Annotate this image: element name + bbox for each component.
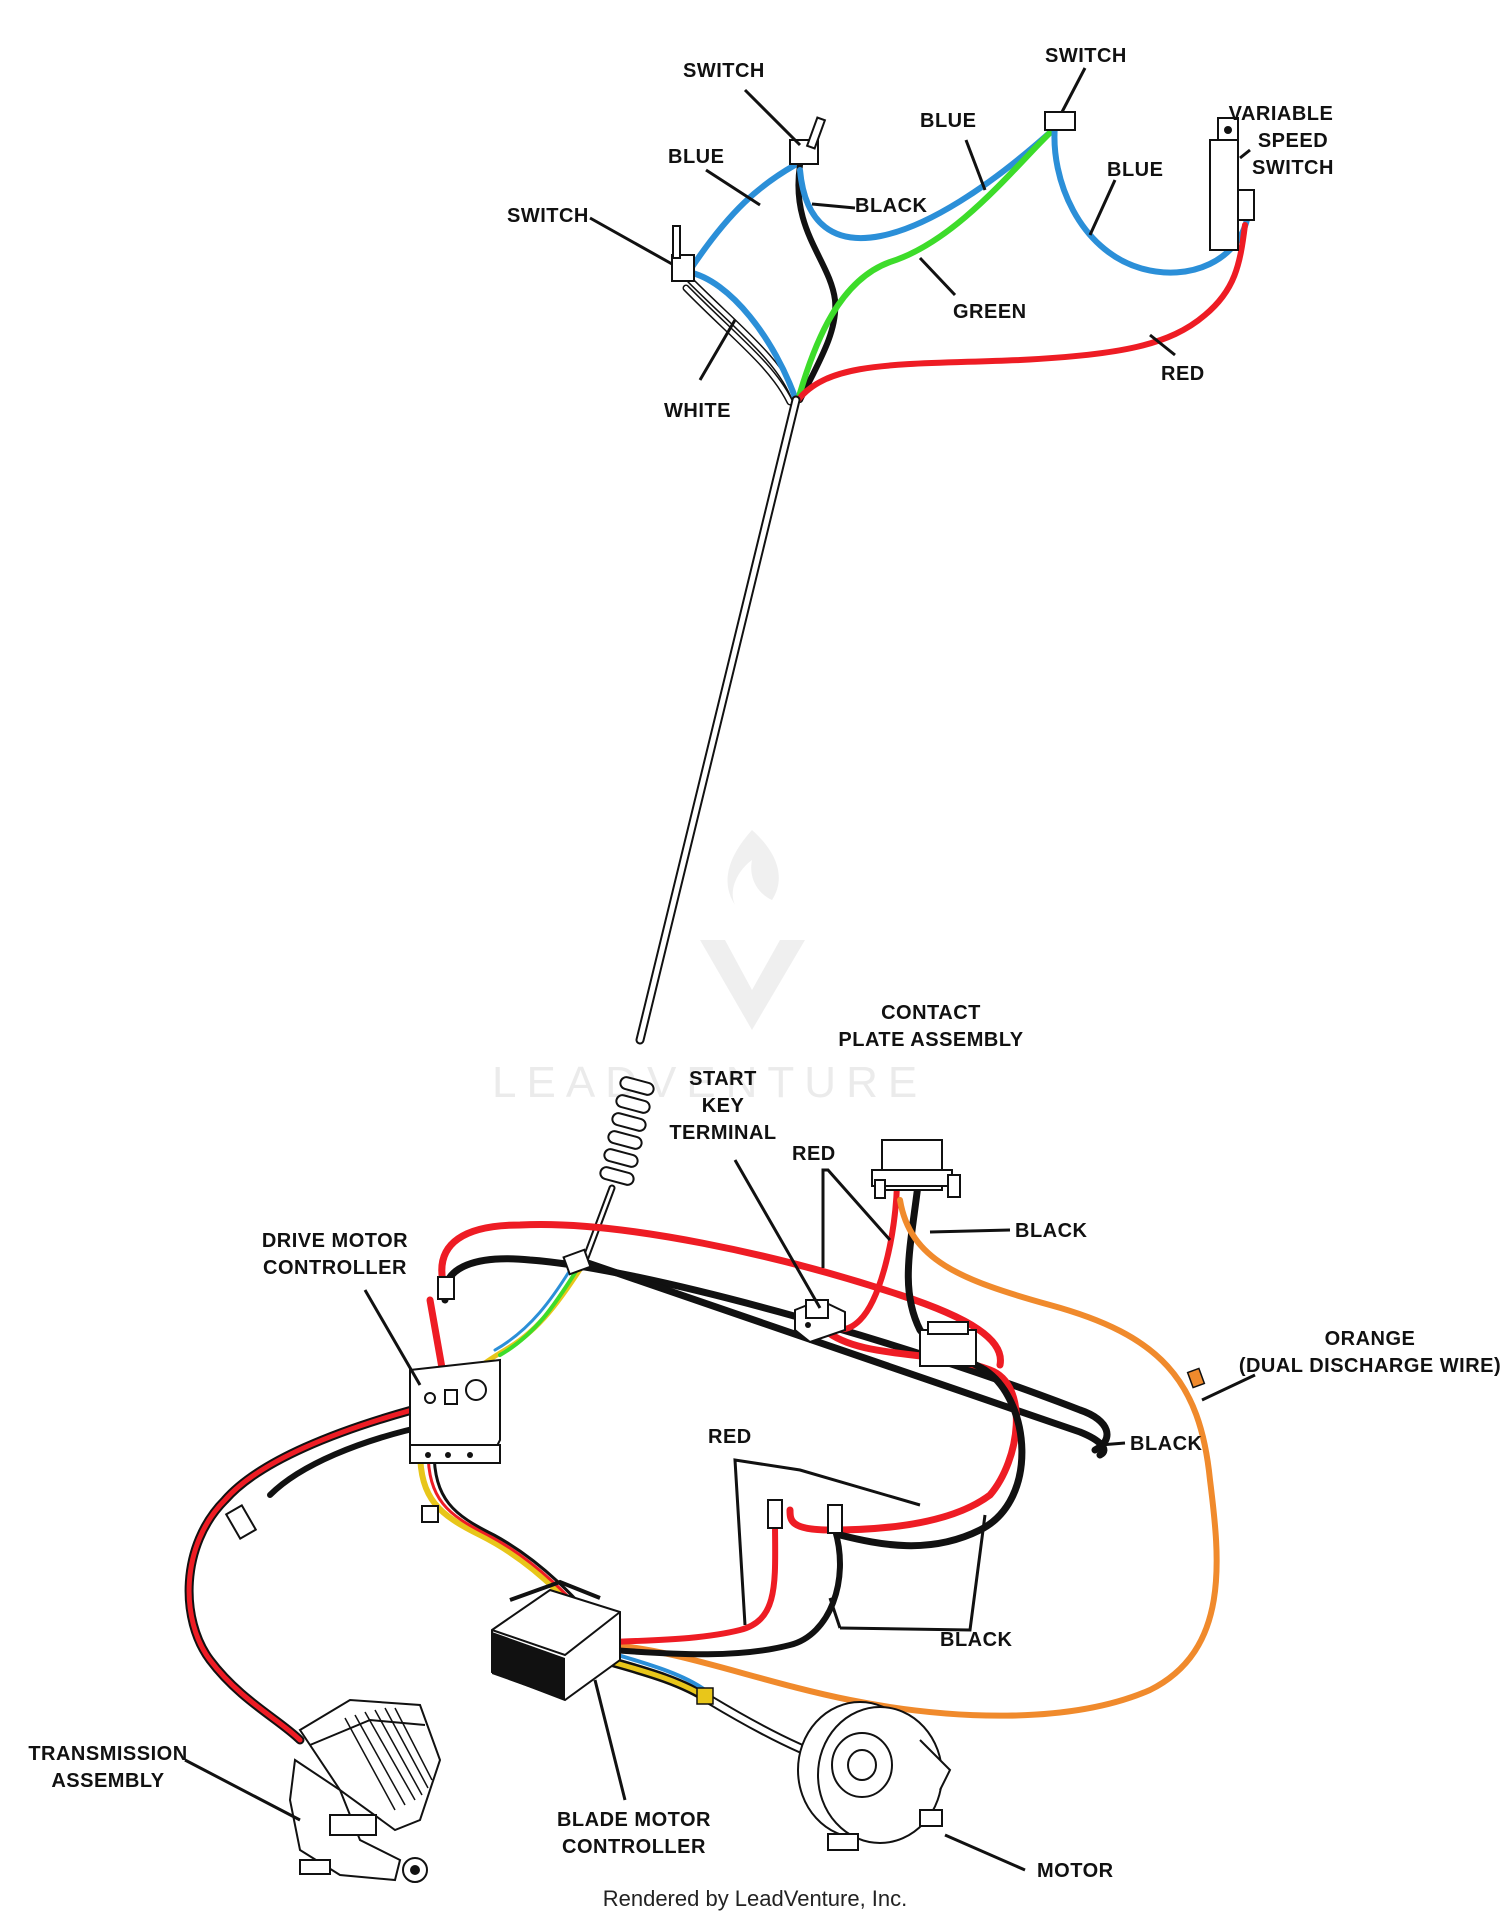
connector <box>224 1504 258 1540</box>
svg-text:CONTROLLER: CONTROLLER <box>562 1836 706 1858</box>
svg-text:DRIVE MOTOR: DRIVE MOTOR <box>262 1230 408 1252</box>
svg-text:TERMINAL: TERMINAL <box>669 1122 776 1144</box>
watermark-chevron-icon <box>700 940 805 1030</box>
variable-speed-switch <box>1209 117 1255 251</box>
label-switch-top-right: SWITCH <box>1045 45 1127 67</box>
label-switch-left: SWITCH <box>507 205 589 227</box>
svg-text:ORANGE: ORANGE <box>1325 1328 1416 1350</box>
svg-text:KEY: KEY <box>702 1095 745 1117</box>
transmission-assembly <box>288 1698 442 1883</box>
svg-text:ASSEMBLY: ASSEMBLY <box>51 1770 164 1792</box>
connector <box>437 1276 455 1300</box>
labels: SWITCH SWITCH SWITCH BLUE BLUE BLUE BLAC… <box>28 45 1500 1882</box>
connector <box>421 1505 439 1523</box>
start-key-terminal <box>794 1298 846 1344</box>
junction-block <box>919 1321 977 1367</box>
label-contact-plate-assembly: CONTACT PLATE ASSEMBLY <box>838 1002 1023 1051</box>
label-black-right: BLACK <box>1130 1433 1203 1455</box>
label-blue-1: BLUE <box>668 146 724 168</box>
label-white: WHITE <box>664 400 731 422</box>
watermark-flame-icon <box>727 830 779 905</box>
label-switch-top: SWITCH <box>683 60 765 82</box>
leader-lines <box>184 67 1256 1872</box>
svg-text:PLATE ASSEMBLY: PLATE ASSEMBLY <box>838 1029 1023 1051</box>
watermark: LEADVENTURE <box>492 830 927 1107</box>
battery-terminals <box>767 1499 843 1534</box>
switch-top-right <box>1044 111 1076 131</box>
contact-plate-assembly <box>871 1139 961 1199</box>
connector <box>1186 1367 1206 1389</box>
label-drive-motor-controller: DRIVE MOTOR CONTROLLER <box>262 1230 408 1279</box>
label-blue-2: BLUE <box>920 110 976 132</box>
svg-text:CONTROLLER: CONTROLLER <box>263 1257 407 1279</box>
connector <box>696 1687 714 1705</box>
svg-text:TRANSMISSION: TRANSMISSION <box>28 1743 187 1765</box>
label-black-lower: BLACK <box>940 1629 1013 1651</box>
svg-text:BLADE MOTOR: BLADE MOTOR <box>557 1809 711 1831</box>
label-variable-speed-switch: VARIABLE SPEED SWITCH <box>1229 103 1334 179</box>
label-green: GREEN <box>953 301 1027 323</box>
lower-harness <box>184 1139 1220 1883</box>
label-black-top: BLACK <box>855 195 928 217</box>
connector <box>562 1248 592 1276</box>
blade-motor <box>797 1701 952 1851</box>
svg-text:START: START <box>689 1068 757 1090</box>
label-red-mid: RED <box>792 1143 836 1165</box>
footer-credit: Rendered by LeadVenture, Inc. <box>603 1886 908 1911</box>
label-blade-motor-controller: BLADE MOTOR CONTROLLER <box>557 1809 711 1858</box>
svg-text:SWITCH: SWITCH <box>1252 157 1334 179</box>
drive-motor-controller <box>409 1358 501 1464</box>
label-red-lower: RED <box>708 1426 752 1448</box>
label-start-key-terminal: START KEY TERMINAL <box>669 1068 776 1144</box>
label-red-top: RED <box>1161 363 1205 385</box>
label-blue-3: BLUE <box>1107 159 1163 181</box>
label-motor: MOTOR <box>1037 1860 1114 1882</box>
top-harness <box>581 111 1255 1264</box>
switch-left <box>671 225 695 282</box>
label-orange-wire: ORANGE (DUAL DISCHARGE WIRE) <box>1239 1328 1500 1377</box>
svg-text:VARIABLE: VARIABLE <box>1229 103 1334 125</box>
switch-top <box>789 116 827 165</box>
label-transmission-assembly: TRANSMISSION ASSEMBLY <box>28 1743 187 1792</box>
svg-text:(DUAL DISCHARGE WIRE): (DUAL DISCHARGE WIRE) <box>1239 1355 1500 1377</box>
svg-text:CONTACT: CONTACT <box>881 1002 981 1024</box>
label-black-mid: BLACK <box>1015 1220 1088 1242</box>
blade-motor-controller <box>491 1579 621 1702</box>
svg-text:SPEED: SPEED <box>1258 130 1328 152</box>
cable-coil <box>599 1076 655 1186</box>
watermark-text: LEADVENTURE <box>492 1058 927 1107</box>
